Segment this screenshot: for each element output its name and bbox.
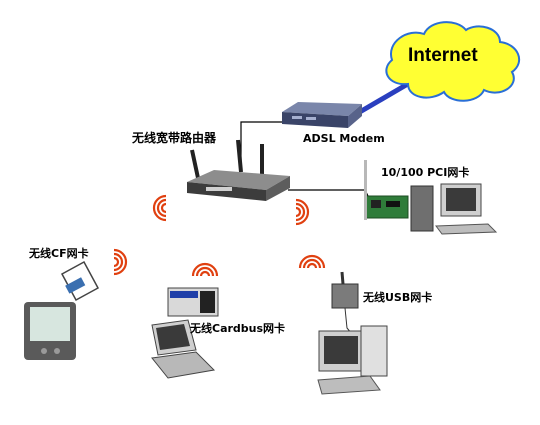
modem-icon — [282, 102, 362, 128]
usb-label: 无线USB网卡 — [363, 291, 433, 304]
usb-adapter-icon — [331, 271, 359, 335]
pda-icon — [24, 302, 76, 360]
wireless-signal-icon — [191, 262, 219, 277]
cf-card-icon — [60, 260, 100, 302]
pci-label: 10/100 PCI网卡 — [381, 166, 470, 179]
router-icon — [187, 139, 290, 201]
wireless-signal-icon — [298, 254, 326, 269]
wireless-signal-icon — [295, 198, 310, 226]
wireless-signal-icon — [152, 194, 167, 222]
cf-label: 无线CF网卡 — [29, 247, 89, 260]
modem-label: ADSL Modem — [303, 132, 385, 145]
laptop-icon — [151, 319, 216, 379]
desktop-pc-icon — [410, 183, 498, 235]
modem-router-cable — [240, 121, 300, 168]
wireless-waves — [113, 194, 326, 277]
router-label: 无线宽带路由器 — [132, 131, 217, 145]
cardbus-label: 无线Cardbus网卡 — [190, 322, 286, 335]
cloud-icon — [385, 21, 521, 102]
cardbus-card-icon — [167, 287, 219, 317]
wireless-signal-icon — [113, 248, 128, 276]
pci-card-icon — [364, 160, 409, 220]
internet-label: Internet — [408, 45, 478, 66]
desktop-pc-2-icon — [317, 325, 388, 395]
